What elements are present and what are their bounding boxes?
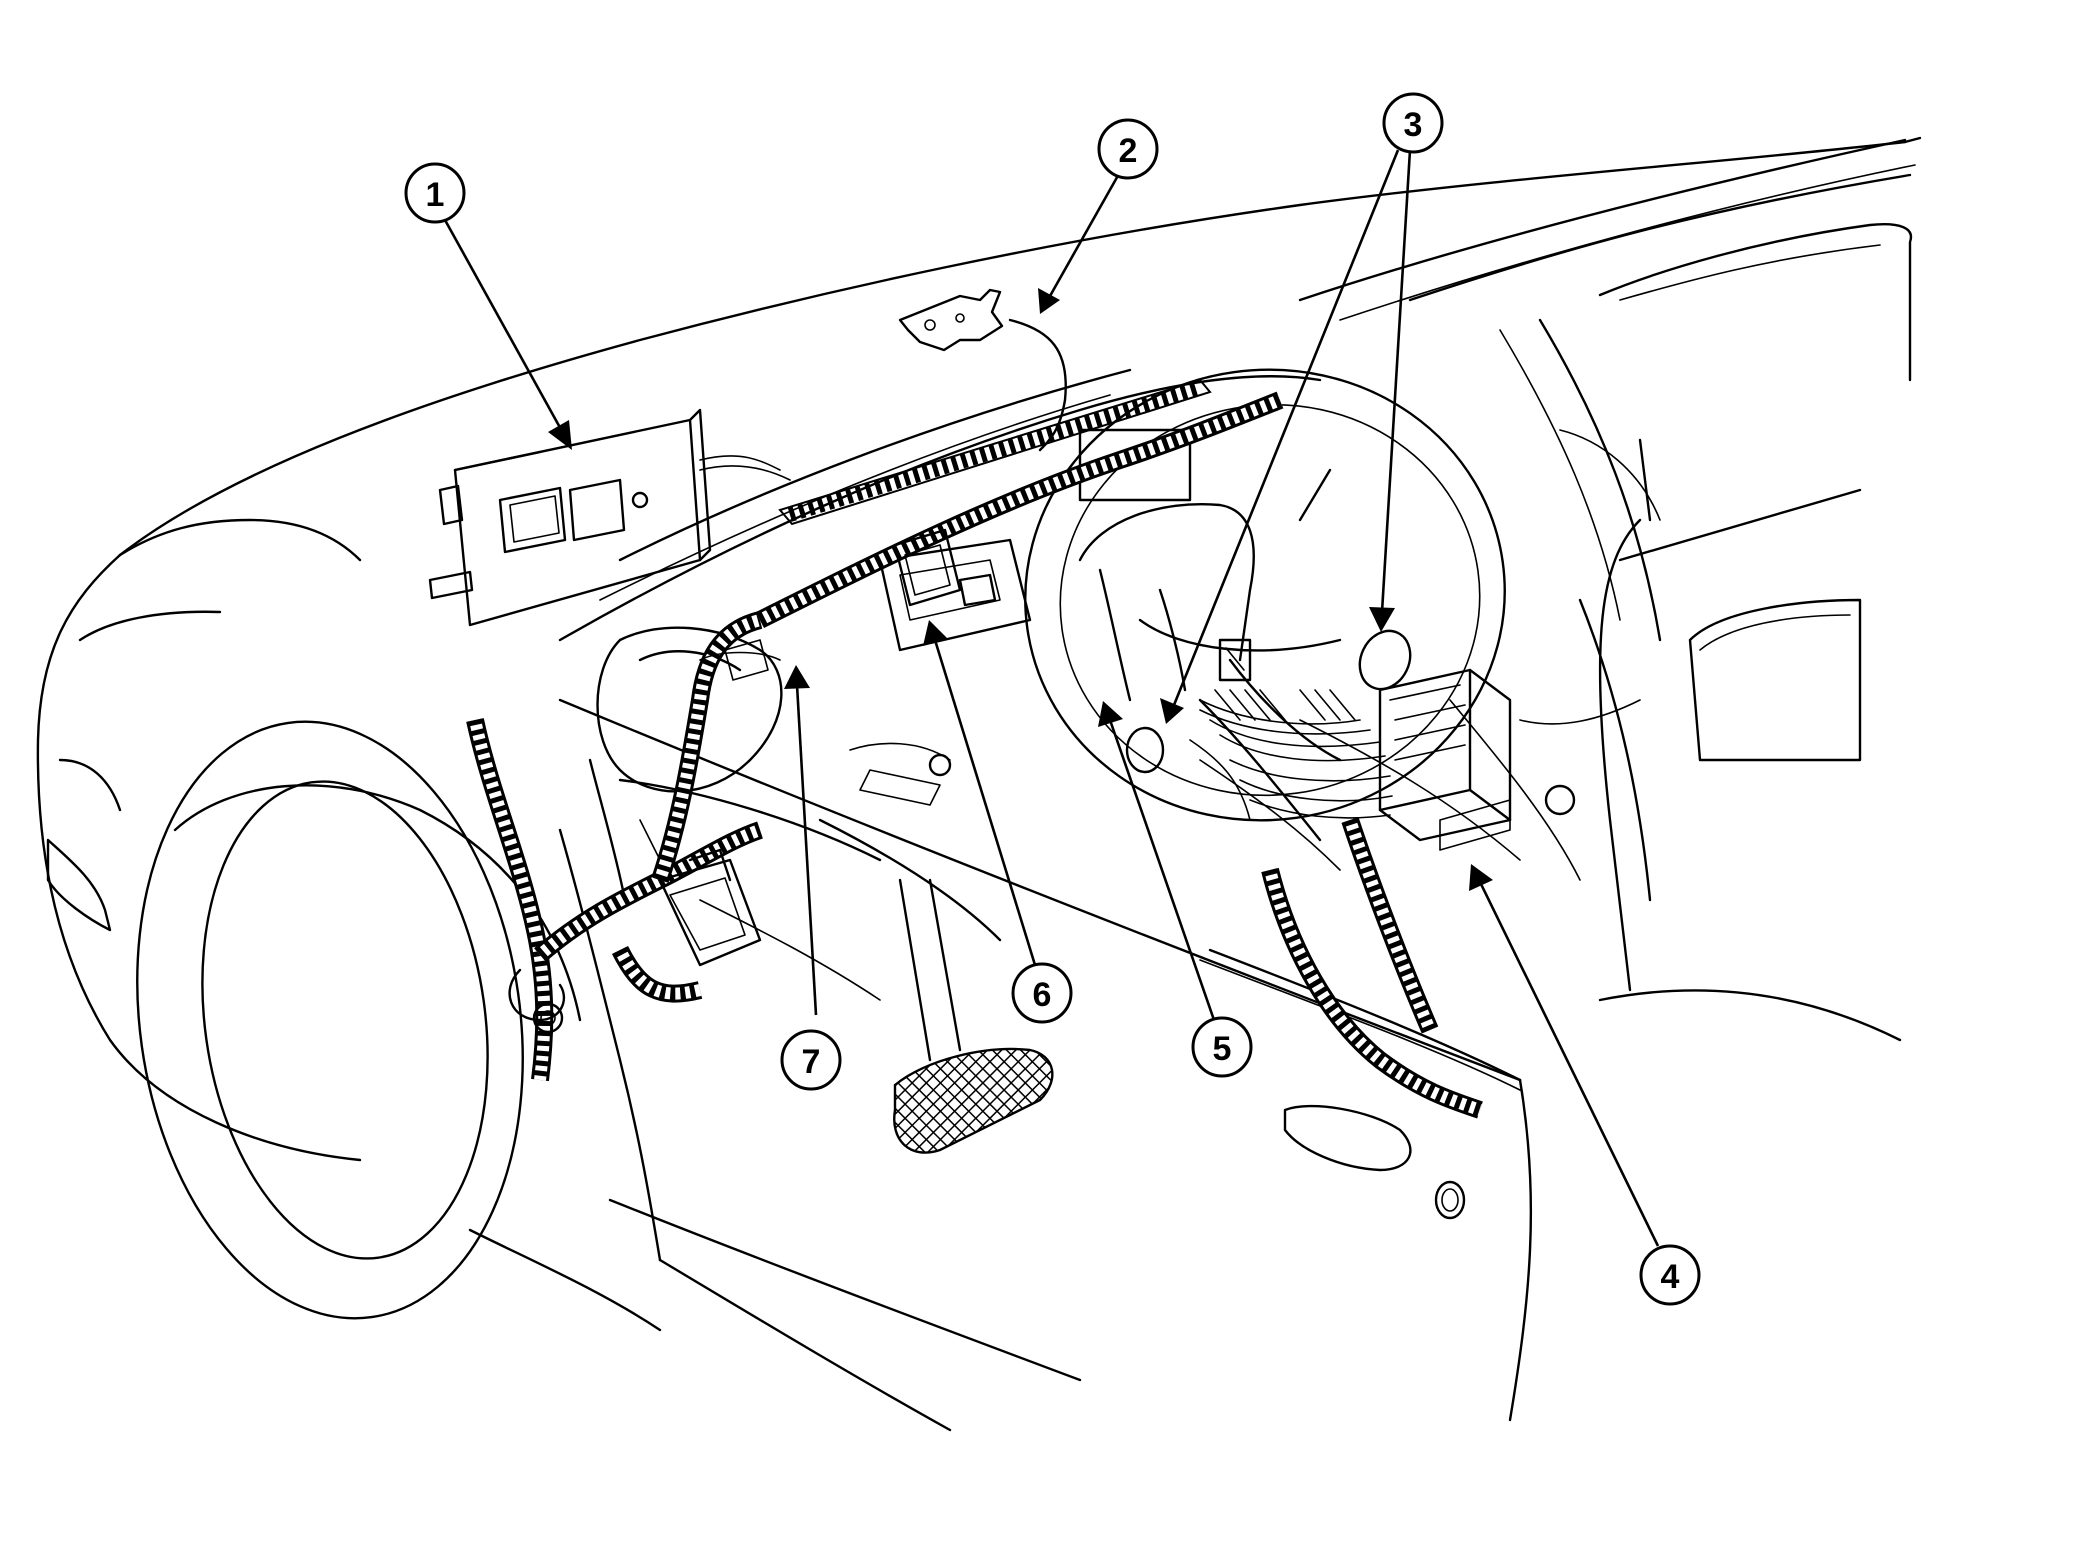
callout-4-label: 4 [1661, 1258, 1680, 1296]
callout-5: 5 [1191, 1016, 1253, 1078]
callout-6: 6 [1011, 962, 1073, 1024]
callout-7-label: 7 [802, 1043, 821, 1081]
junction-box [1378, 668, 1641, 851]
callout-7: 7 [780, 1029, 842, 1091]
dash-wiring-bundle [699, 528, 1393, 821]
bracket-2 [898, 288, 1067, 452]
wiring-harness [466, 391, 1483, 1119]
vehicle-body [36, 136, 1922, 1432]
callout-1: 1 [404, 162, 466, 224]
callout-4: 4 [1639, 1244, 1701, 1306]
callout-5-label: 5 [1213, 1030, 1232, 1068]
callout-2: 2 [1097, 118, 1159, 180]
callout-3: 3 [1382, 92, 1444, 154]
callout-6-label: 6 [1033, 976, 1052, 1014]
callout-2-label: 2 [1119, 132, 1138, 170]
callout-1-label: 1 [426, 176, 445, 214]
powertrain-control-module [428, 408, 791, 627]
leader-lines [443, 149, 1660, 1247]
callout-3-label: 3 [1404, 106, 1423, 144]
instrument-panel [558, 368, 1506, 1154]
harness-connector [658, 848, 762, 967]
